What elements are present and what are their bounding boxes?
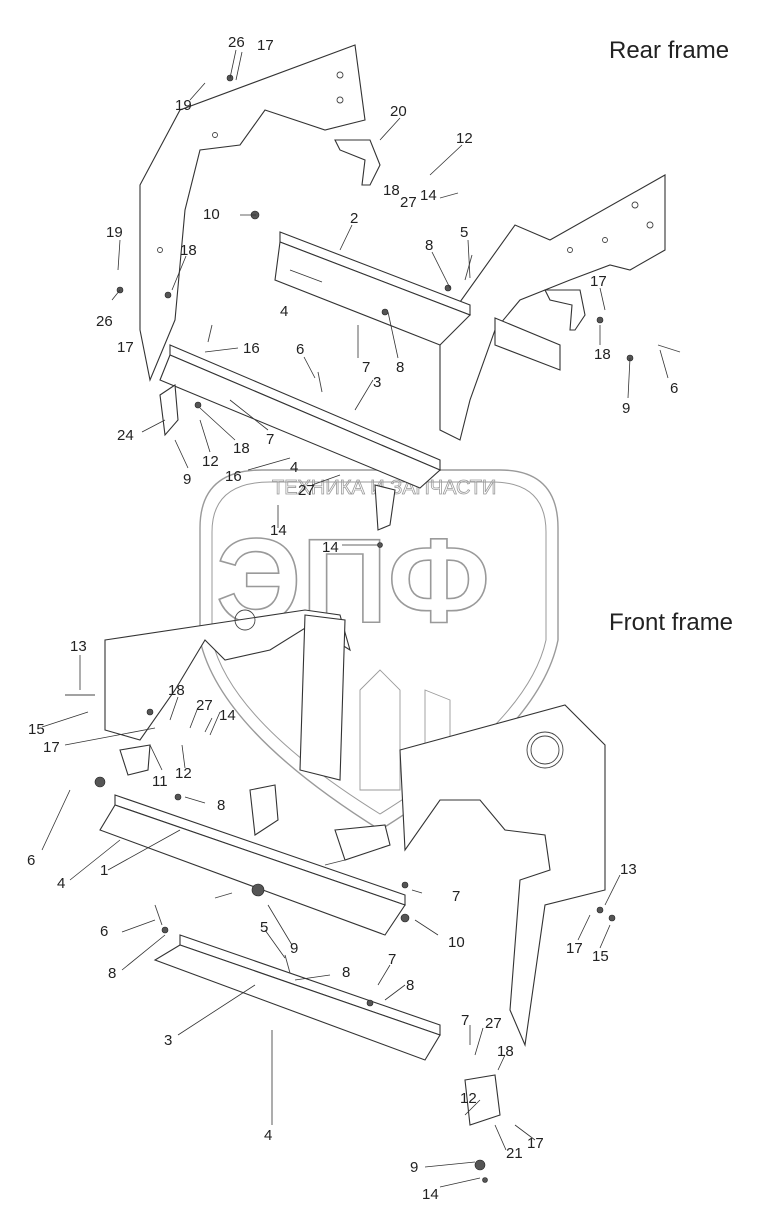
callout-label: 4 xyxy=(57,875,65,892)
callout-label: 17 xyxy=(527,1135,544,1152)
callout-label: 10 xyxy=(203,206,220,223)
callout-label: 7 xyxy=(452,888,460,905)
callout-label: 15 xyxy=(592,948,609,965)
callout-label: 13 xyxy=(70,638,87,655)
callout-label: 6 xyxy=(100,923,108,940)
callout-label: 7 xyxy=(266,431,274,448)
callout-label: 12 xyxy=(202,453,219,470)
callout-label: 8 xyxy=(396,359,404,376)
callout-label: 4 xyxy=(280,303,288,320)
callout-label: 12 xyxy=(175,765,192,782)
callout-label: 18 xyxy=(233,440,250,457)
callout-label: 3 xyxy=(164,1032,172,1049)
callout-label: 5 xyxy=(260,919,268,936)
callout-label: 18 xyxy=(383,182,400,199)
rear-lower-crossmember xyxy=(159,344,442,489)
callout-label: 9 xyxy=(622,400,630,417)
callout-label: 5 xyxy=(460,224,468,241)
front-callouts: 13 18 27 14 15 17 11 12 8 6 4 1 7 10 9 5… xyxy=(27,638,637,1203)
callout-label: 9 xyxy=(290,940,298,957)
front-hinges xyxy=(119,744,501,1126)
callout-label: 27 xyxy=(400,194,417,211)
callout-label: 15 xyxy=(28,721,45,738)
rear-callouts: 26 17 19 20 12 18 27 14 10 2 8 5 19 18 2… xyxy=(96,34,678,556)
callout-label: 18 xyxy=(497,1043,514,1060)
callout-label: 17 xyxy=(590,273,607,290)
callout-label: 9 xyxy=(183,471,191,488)
rear-upper-crossmember xyxy=(274,231,561,371)
callout-label: 11 xyxy=(152,773,168,790)
watermark-logo: ТЕХНИКА И ЗАПЧАСТИ ЭПФ xyxy=(199,469,559,831)
callout-label: 8 xyxy=(217,797,225,814)
callout-label: 14 xyxy=(219,707,236,724)
callout-label: 10 xyxy=(448,934,465,951)
callout-label: 1 xyxy=(100,862,108,879)
front-right-side-plate xyxy=(399,704,606,1048)
rear-left-side-plate xyxy=(139,44,366,382)
callout-label: 14 xyxy=(420,187,437,204)
callout-label: 9 xyxy=(410,1159,418,1176)
callout-label: 12 xyxy=(460,1090,477,1107)
callout-label: 18 xyxy=(168,682,185,699)
callout-label: 27 xyxy=(196,697,213,714)
callout-label: 16 xyxy=(243,340,260,357)
front-left-side-plate xyxy=(104,609,351,781)
callout-label: 14 xyxy=(270,522,287,539)
callout-label: 2 xyxy=(350,210,358,227)
callout-label: 17 xyxy=(117,339,134,356)
callout-label: 6 xyxy=(670,380,678,397)
callout-label: 17 xyxy=(566,940,583,957)
rear-right-side-plate xyxy=(439,174,666,441)
callout-label: 8 xyxy=(108,965,116,982)
callout-label: 17 xyxy=(43,739,60,756)
rear-hinges xyxy=(159,139,586,531)
callout-label: 8 xyxy=(425,237,433,254)
callout-label: 8 xyxy=(342,964,350,981)
front-lower-crossmember xyxy=(153,934,441,1061)
callout-label: 8 xyxy=(406,977,414,994)
callout-label: 27 xyxy=(485,1015,502,1032)
callout-label: 6 xyxy=(27,852,35,869)
callout-label: 16 xyxy=(225,468,242,485)
callout-label: 7 xyxy=(388,951,396,968)
callout-label: 14 xyxy=(422,1186,439,1203)
callout-label: 12 xyxy=(456,130,473,147)
callout-label: 21 xyxy=(506,1145,523,1162)
leader-lines xyxy=(41,49,669,1188)
callout-label: 19 xyxy=(175,97,192,114)
front-upper-crossmember xyxy=(99,794,406,936)
callout-label: 20 xyxy=(390,103,407,120)
callout-label: 19 xyxy=(106,224,123,241)
front-frame-caption: Front frame xyxy=(609,609,734,636)
callout-label: 24 xyxy=(117,427,134,444)
callout-label: 3 xyxy=(373,374,381,391)
callout-label: 27 xyxy=(298,482,315,499)
callout-label: 17 xyxy=(257,37,274,54)
callout-label: 4 xyxy=(290,459,298,476)
callout-label: 26 xyxy=(228,34,245,51)
callout-label: 14 xyxy=(322,539,339,556)
front-hardware xyxy=(65,694,616,1183)
callout-label: 7 xyxy=(461,1012,469,1029)
callout-label: 13 xyxy=(620,861,637,878)
callout-label: 4 xyxy=(264,1127,272,1144)
callout-label: 18 xyxy=(180,242,197,259)
callout-label: 18 xyxy=(594,346,611,363)
callout-label: 6 xyxy=(296,341,304,358)
callout-label: 7 xyxy=(362,359,370,376)
rear-frame-caption: Rear frame xyxy=(609,37,730,64)
callout-label: 26 xyxy=(96,313,113,330)
